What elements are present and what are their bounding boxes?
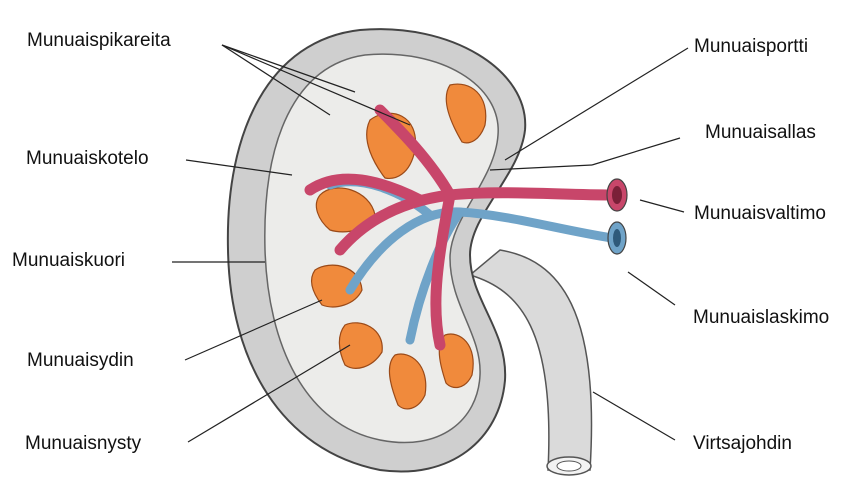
label-munuaisportti: Munuaisportti	[694, 36, 808, 58]
label-munuaiskotelo: Munuaiskotelo	[26, 148, 149, 170]
vessel-openings	[607, 179, 627, 254]
label-virtsajohdin: Virtsajohdin	[693, 433, 792, 455]
label-munuaisnysty: Munuaisnysty	[25, 433, 141, 455]
label-munuaisydin: Munuaisydin	[27, 350, 134, 372]
label-munuaislaskimo: Munuaislaskimo	[693, 307, 829, 329]
label-munuaiskuori: Munuaiskuori	[12, 250, 125, 272]
label-munuaisvaltimo: Munuaisvaltimo	[694, 203, 826, 225]
label-munuaispikareita: Munuaispikareita	[27, 30, 171, 52]
label-munuaisallas: Munuaisallas	[705, 122, 816, 144]
